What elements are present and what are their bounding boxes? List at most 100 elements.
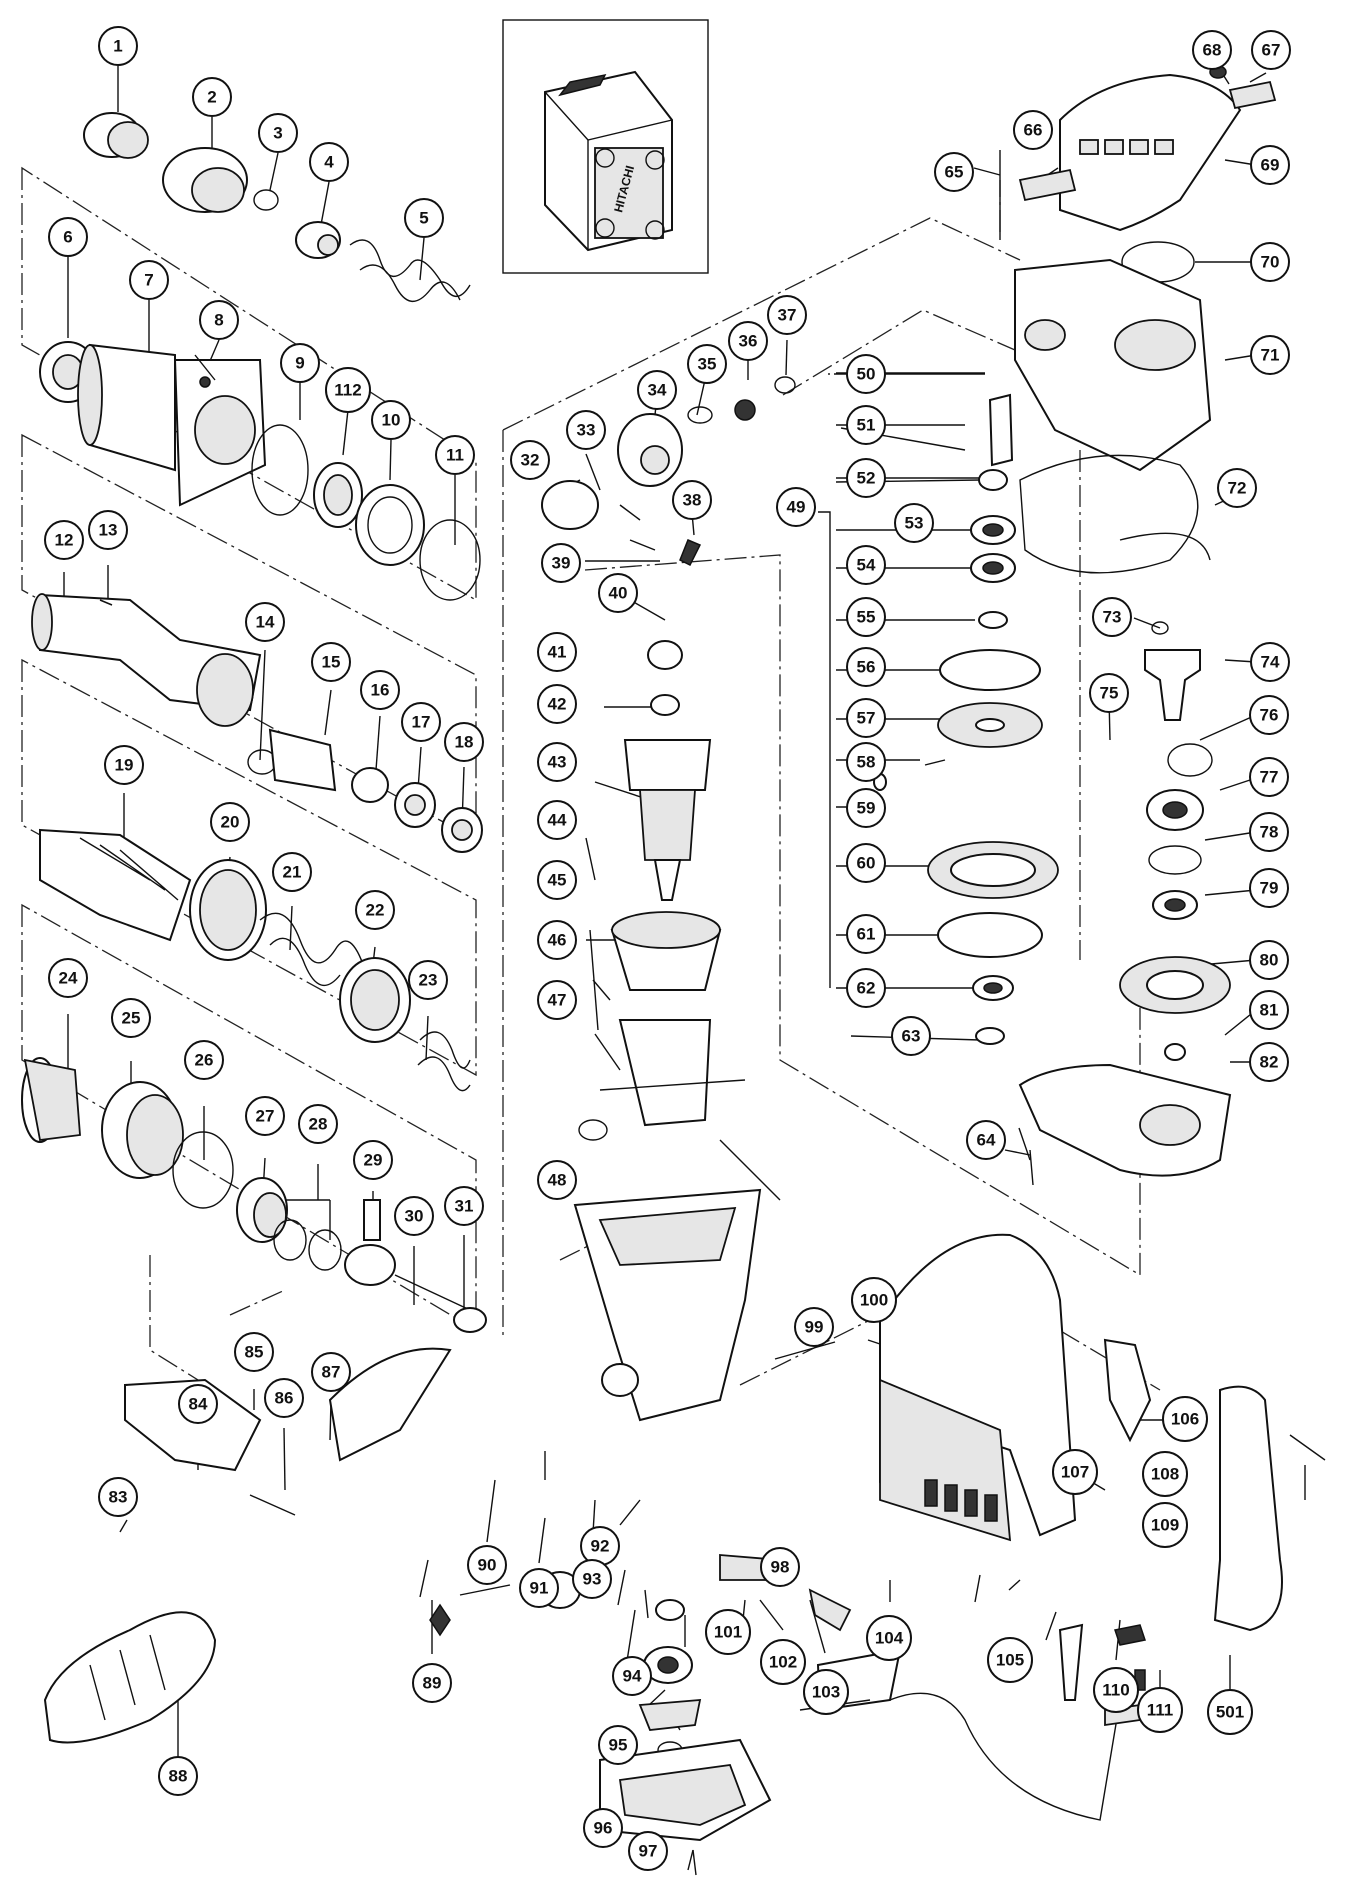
callout-66: 66	[1013, 110, 1053, 150]
callout-number: 26	[195, 1051, 214, 1070]
callout-4: 4	[309, 142, 349, 182]
callout-balloon	[298, 1104, 338, 1144]
callout-balloon	[1249, 757, 1289, 797]
callout-balloon	[178, 1384, 218, 1424]
callout-501: 501	[1207, 1689, 1253, 1735]
callout-balloon	[846, 405, 886, 445]
callout-53: 53	[894, 503, 934, 543]
callout-number: 46	[548, 931, 567, 950]
callout-95: 95	[598, 1725, 638, 1765]
callout-number: 38	[683, 491, 702, 510]
callout-number: 91	[530, 1579, 549, 1598]
callout-34: 34	[637, 370, 677, 410]
callout-73: 73	[1092, 597, 1132, 637]
callout-number: 70	[1261, 253, 1280, 272]
callout-93: 93	[572, 1559, 612, 1599]
callout-balloon	[444, 722, 484, 762]
callout-103: 103	[803, 1669, 849, 1715]
callout-balloon	[672, 480, 712, 520]
callout-balloon	[572, 1559, 612, 1599]
callout-71: 71	[1250, 335, 1290, 375]
callout-31: 31	[444, 1186, 484, 1226]
callout-111: 111	[1137, 1687, 1183, 1733]
part-sketches	[21, 65, 1326, 1876]
callout-5: 5	[404, 198, 444, 238]
callout-number: 49	[787, 498, 806, 517]
callout-38: 38	[672, 480, 712, 520]
callout-number: 106	[1171, 1410, 1199, 1429]
callout-number: 31	[455, 1197, 474, 1216]
callout-balloon	[537, 860, 577, 900]
callout-balloon	[245, 602, 285, 642]
callout-number: 71	[1261, 346, 1280, 365]
callout-balloon	[158, 1756, 198, 1796]
callout-balloon	[1249, 812, 1289, 852]
callout-109: 109	[1142, 1502, 1188, 1548]
callout-balloon	[760, 1639, 806, 1685]
callout-balloon	[1162, 1396, 1208, 1442]
callout-balloon	[1052, 1449, 1098, 1495]
callout-88: 88	[158, 1756, 198, 1796]
callout-balloon	[598, 1725, 638, 1765]
callout-balloon	[467, 1545, 507, 1585]
callout-balloon	[444, 1186, 484, 1226]
callout-9: 9	[280, 343, 320, 383]
callout-balloon	[353, 1140, 393, 1180]
callout-number: 54	[857, 556, 876, 575]
callout-number: 83	[109, 1488, 128, 1507]
callout-number: 41	[548, 643, 567, 662]
callout-77: 77	[1249, 757, 1289, 797]
callout-17: 17	[401, 702, 441, 742]
callout-balloon	[934, 152, 974, 192]
callout-balloon	[1192, 30, 1232, 70]
callout-balloon	[846, 788, 886, 828]
callout-number: 39	[552, 554, 571, 573]
callout-20: 20	[210, 802, 250, 842]
callout-number: 14	[256, 613, 275, 632]
callout-96: 96	[583, 1808, 623, 1848]
callout-balloon	[1251, 30, 1291, 70]
callout-number: 79	[1260, 879, 1279, 898]
callout-balloon	[1250, 242, 1290, 282]
callout-balloon	[687, 344, 727, 384]
callout-43: 43	[537, 742, 577, 782]
callout-balloon	[803, 1669, 849, 1715]
callout-number: 5	[419, 209, 428, 228]
callout-number: 30	[405, 1207, 424, 1226]
callout-number: 87	[322, 1363, 341, 1382]
callout-number: 35	[698, 355, 717, 374]
callout-19: 19	[104, 745, 144, 785]
callout-balloon	[1137, 1687, 1183, 1733]
callout-number: 95	[609, 1736, 628, 1755]
callout-balloon	[44, 520, 84, 560]
callout-91: 91	[519, 1568, 559, 1608]
callout-number: 20	[221, 813, 240, 832]
callout-45: 45	[537, 860, 577, 900]
callout-number: 58	[857, 753, 876, 772]
callout-balloon	[412, 1663, 452, 1703]
callout-33: 33	[566, 410, 606, 450]
callout-67: 67	[1251, 30, 1291, 70]
callout-balloon	[1250, 335, 1290, 375]
callout-number: 99	[805, 1318, 824, 1337]
callout-number: 32	[521, 451, 540, 470]
callout-balloon	[401, 702, 441, 742]
callout-balloon	[537, 1160, 577, 1200]
callout-number: 92	[591, 1537, 610, 1556]
callout-balloon	[846, 354, 886, 394]
callout-number: 21	[283, 863, 302, 882]
callout-balloon	[541, 543, 581, 583]
callout-balloon	[192, 77, 232, 117]
callout-87: 87	[311, 1352, 351, 1392]
callout-85: 85	[234, 1332, 274, 1372]
callout-39: 39	[541, 543, 581, 583]
callout-80: 80	[1249, 940, 1289, 980]
callout-balloon	[48, 217, 88, 257]
callout-13: 13	[88, 510, 128, 550]
callout-balloon	[404, 198, 444, 238]
callout-balloon	[258, 113, 298, 153]
callout-35: 35	[687, 344, 727, 384]
callout-number: 105	[996, 1651, 1024, 1670]
callout-balloon	[583, 1808, 623, 1848]
callout-number: 107	[1061, 1463, 1089, 1482]
